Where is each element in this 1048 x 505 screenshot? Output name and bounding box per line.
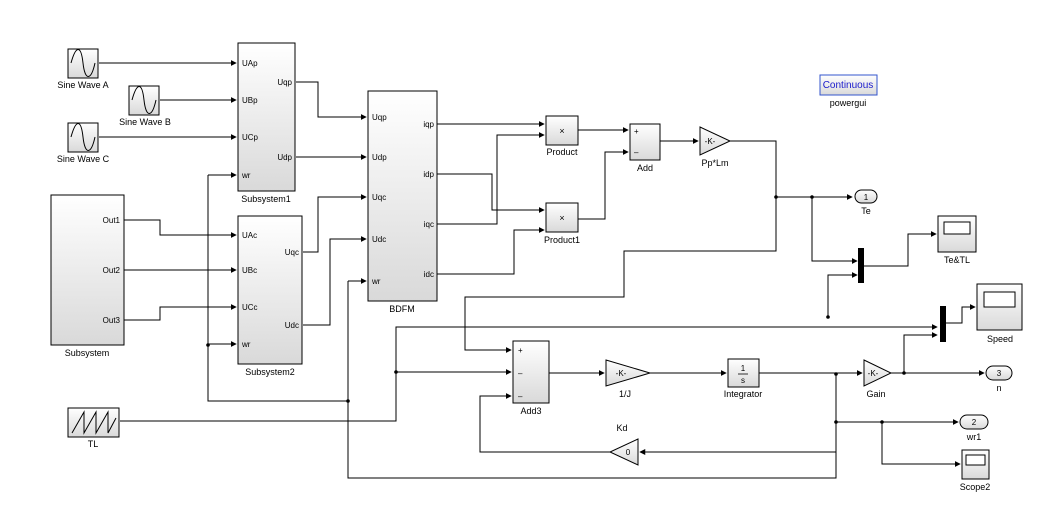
wr1-label: wr1 bbox=[966, 432, 982, 442]
add3-minus-sign-1: – bbox=[518, 369, 523, 378]
scope2-block[interactable]: Scope2 bbox=[960, 449, 991, 492]
inv-j-gain-block[interactable]: -K- 1/J bbox=[605, 359, 652, 399]
te-label: Te bbox=[861, 206, 871, 216]
subsystem2-port-uac: UAc bbox=[242, 231, 257, 240]
sine-wave-b-label: Sine Wave B bbox=[119, 117, 171, 127]
bdfm-label: BDFM bbox=[389, 304, 415, 314]
integrator-numerator: 1 bbox=[741, 364, 746, 373]
add-plus-sign: + bbox=[634, 127, 639, 136]
subsystem2-port-ubc: UBc bbox=[242, 266, 257, 275]
integrator-label: Integrator bbox=[724, 389, 763, 399]
subsystem1-port-wr: wr bbox=[241, 171, 251, 180]
product-symbol: × bbox=[559, 126, 564, 136]
add3-label: Add3 bbox=[520, 406, 541, 416]
subsystem-label: Subsystem bbox=[65, 348, 110, 358]
bdfm-port-iqc: iqc bbox=[424, 220, 434, 229]
bdfm-port-udp: Udp bbox=[372, 153, 387, 162]
kd-gain-value: 0 bbox=[626, 448, 631, 457]
subsystem-port-out3: Out3 bbox=[103, 316, 121, 325]
subsystem1-port-uqp: Uqp bbox=[277, 78, 292, 87]
subsystem2-port-udc: Udc bbox=[285, 321, 299, 330]
bdfm-port-uqp: Uqp bbox=[372, 113, 387, 122]
product-label: Product bbox=[546, 147, 578, 157]
inv-j-gain-value: -K- bbox=[616, 369, 627, 378]
speed-mux[interactable] bbox=[940, 306, 946, 342]
add-block[interactable]: + – Add bbox=[629, 123, 661, 173]
powergui-frame bbox=[819, 74, 878, 96]
add-label: Add bbox=[637, 163, 653, 173]
subsystem-port-out2: Out2 bbox=[103, 266, 121, 275]
bdfm-port-idp: idp bbox=[423, 170, 434, 179]
product1-label: Product1 bbox=[544, 235, 580, 245]
integrator-block[interactable]: 1 s Integrator bbox=[724, 358, 763, 399]
sine-wave-b-block[interactable]: Sine Wave B bbox=[119, 85, 171, 127]
add3-plus-sign: + bbox=[518, 346, 523, 355]
bdfm-port-uqc: Uqc bbox=[372, 193, 386, 202]
add-minus-sign: – bbox=[634, 148, 639, 157]
integrator-denominator: s bbox=[741, 376, 745, 385]
subsystem1-label: Subsystem1 bbox=[241, 194, 291, 204]
product1-block[interactable]: × Product1 bbox=[544, 202, 580, 245]
bdfm-port-idc: idc bbox=[424, 270, 434, 279]
powergui-mode: Continuous bbox=[823, 80, 874, 91]
powergui-label: powergui bbox=[830, 98, 867, 108]
powergui-block[interactable]: Continuous powergui bbox=[819, 74, 878, 108]
subsystem2-block[interactable]: UAc UBc UCc wr Uqc Udc Subsystem2 bbox=[237, 215, 303, 377]
n-port-number: 3 bbox=[997, 369, 1002, 378]
n-label: n bbox=[996, 383, 1001, 393]
subsystem2-port-uqc: Uqc bbox=[285, 248, 299, 257]
sine-wave-a-block[interactable]: Sine Wave A bbox=[57, 48, 109, 90]
pplm-label: Pp*Lm bbox=[701, 158, 728, 168]
sine-wave-c-label: Sine Wave C bbox=[57, 154, 110, 164]
bdfm-block[interactable]: Uqp Udp Uqc Udc wr iqp idp iqc idc BDFM bbox=[367, 90, 438, 314]
subsystem-block[interactable]: Out1 Out2 Out3 Subsystem bbox=[50, 194, 125, 358]
pplm-gain-block[interactable]: -K- Pp*Lm bbox=[699, 126, 732, 168]
te-tl-scope-label: Te&TL bbox=[944, 255, 970, 265]
tl-label: TL bbox=[88, 439, 99, 449]
sine-wave-c-block[interactable]: Sine Wave C bbox=[57, 122, 110, 164]
subsystem1-port-udp: Udp bbox=[277, 153, 292, 162]
sine-wave-a-label: Sine Wave A bbox=[57, 80, 108, 90]
bdfm-port-udc: Udc bbox=[372, 235, 386, 244]
wr1-port-number: 2 bbox=[972, 418, 977, 427]
gain-label: Gain bbox=[866, 389, 885, 399]
subsystem-port-out1: Out1 bbox=[103, 216, 121, 225]
subsystem1-block[interactable]: UAp UBp UCp wr Uqp Udp Subsystem1 bbox=[237, 42, 296, 204]
add3-block[interactable]: + – – Add3 bbox=[512, 340, 550, 416]
subsystem1-port-ucp: UCp bbox=[242, 133, 259, 142]
subsystem1-port-ubp: UBp bbox=[242, 96, 258, 105]
subsystem2-port-ucc: UCc bbox=[242, 303, 258, 312]
kd-gain-block[interactable]: Kd 0 bbox=[608, 423, 639, 466]
bdfm-port-wr: wr bbox=[371, 277, 381, 286]
te-port-number: 1 bbox=[864, 193, 869, 202]
speed-scope-block[interactable]: Speed bbox=[976, 283, 1023, 344]
tl-block[interactable]: TL bbox=[67, 407, 120, 449]
subsystem2-label: Subsystem2 bbox=[245, 367, 295, 377]
signal-lines bbox=[99, 60, 985, 479]
gain-value: -K- bbox=[868, 369, 879, 378]
pplm-gain-value: -K- bbox=[705, 137, 716, 146]
te-outport[interactable]: 1 Te bbox=[854, 189, 878, 216]
product1-symbol: × bbox=[559, 213, 564, 223]
bdfm-port-iqp: iqp bbox=[423, 120, 434, 129]
subsystem1-port-uap: UAp bbox=[242, 59, 258, 68]
gain-block[interactable]: -K- Gain bbox=[863, 359, 893, 399]
speed-scope-label: Speed bbox=[987, 334, 1013, 344]
kd-label: Kd bbox=[616, 423, 627, 433]
add3-minus-sign-2: – bbox=[518, 392, 523, 401]
te-tl-mux[interactable] bbox=[858, 248, 864, 283]
wr1-outport[interactable]: 2 wr1 bbox=[959, 414, 989, 442]
scope2-label: Scope2 bbox=[960, 482, 991, 492]
n-outport[interactable]: 3 n bbox=[985, 365, 1013, 393]
junction-dots bbox=[206, 195, 906, 424]
product-block[interactable]: × Product bbox=[545, 115, 579, 157]
te-tl-scope-block[interactable]: Te&TL bbox=[937, 215, 977, 265]
inv-j-label: 1/J bbox=[619, 389, 631, 399]
subsystem2-port-wr: wr bbox=[241, 340, 251, 349]
